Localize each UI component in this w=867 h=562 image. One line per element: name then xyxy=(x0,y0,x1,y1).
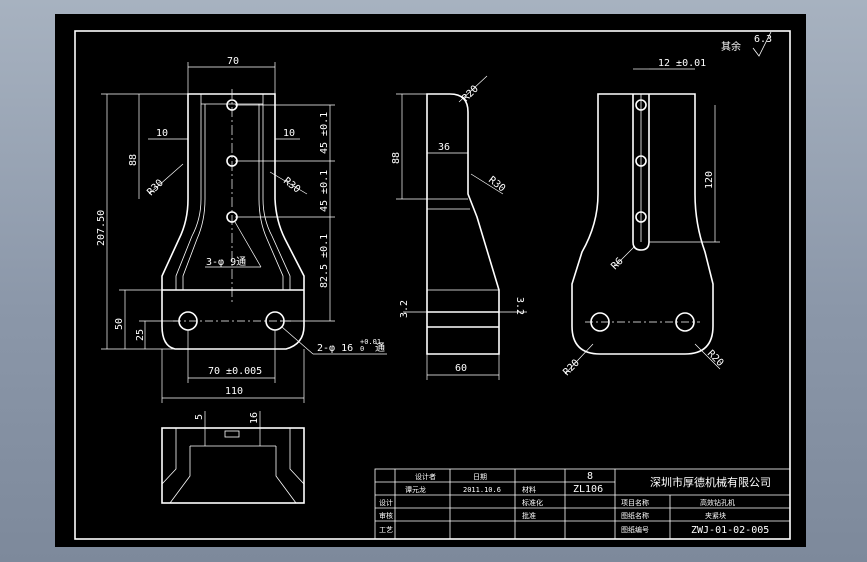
dim-base-width: 110 xyxy=(225,386,243,397)
dim-bottom-d1: 5 xyxy=(194,414,205,420)
tb-std-label: 标准化 xyxy=(522,498,543,507)
tb-project-label: 项目名称 xyxy=(621,498,649,507)
dim-upper-height: 88 xyxy=(128,154,139,166)
dim-hole-spacing-3: 82.5 ±0.1 xyxy=(319,234,330,288)
tb-company: 深圳市厚德机械有限公司 xyxy=(650,475,771,489)
bottom-right-wall-2 xyxy=(275,446,297,504)
leader-side-r30 xyxy=(470,173,504,195)
tb-material-label: 材料 xyxy=(522,485,536,494)
dim-chamfer-left: 3.2 xyxy=(399,300,410,318)
slot-outline xyxy=(632,94,650,251)
leader-radius-left xyxy=(148,163,184,195)
tb-project: 高效钻孔机 xyxy=(700,498,735,507)
leader-slot-r6 xyxy=(614,245,636,267)
leader-big-holes xyxy=(281,326,314,355)
front-inner-right-2 xyxy=(258,104,284,290)
right-outline xyxy=(571,93,714,355)
dim-bottom-d2: 16 xyxy=(249,412,260,424)
front-outline xyxy=(161,93,305,350)
dim-hole-spacing-2: 45 ±0.1 xyxy=(319,170,330,212)
tb-drawing-no-label: 图纸编号 xyxy=(621,525,649,534)
dim-side-radius-top: R20 xyxy=(460,84,481,105)
bottom-small-slot xyxy=(224,430,240,438)
dim-right-radius-right: R20 xyxy=(705,348,726,369)
leader-right-r20-right xyxy=(694,343,721,370)
front-inner-left xyxy=(175,94,202,290)
slot-hole-2 xyxy=(635,155,647,167)
title-block: 设计者 日期 8 深圳市厚德机械有限公司 设计 谭元龙 2011.10.6 材料… xyxy=(374,468,791,540)
dim-slot-length: 120 xyxy=(704,171,715,189)
dim-side-height: 88 xyxy=(391,152,402,164)
dim-side-top-width: 36 xyxy=(438,142,450,153)
tb-designer: 谭元龙 xyxy=(405,485,426,494)
label-big-holes-tol-lower: 0 xyxy=(360,345,364,353)
front-inner-right xyxy=(262,94,291,290)
tb-part-name-label: 图纸名称 xyxy=(621,511,649,520)
inner-frame xyxy=(74,30,791,540)
label-small-holes: 3-φ 9通 xyxy=(206,256,246,268)
title-block-frame xyxy=(374,468,791,540)
bottom-view: 5 16 xyxy=(161,411,305,504)
leader-side-r20 xyxy=(458,75,488,103)
dim-right-radius-left: R20 xyxy=(561,358,582,379)
tb-part-name: 夹紧块 xyxy=(705,511,726,520)
tb-row-review: 审核 xyxy=(379,511,393,520)
bottom-outline xyxy=(161,427,305,504)
tb-head-designer: 设计者 xyxy=(415,472,436,481)
slot-hole-1 xyxy=(635,99,647,111)
dim-overall-height: 207.50 xyxy=(96,210,107,246)
dim-radius-left: R30 xyxy=(145,178,166,199)
bottom-left-wall-2 xyxy=(169,446,191,504)
label-big-holes-tol-upper: +0.01 xyxy=(360,338,381,346)
tb-quantity: 8 xyxy=(587,471,593,482)
tb-date: 2011.10.6 xyxy=(463,486,501,494)
tb-approve-label: 批准 xyxy=(522,511,536,520)
dim-wall-left: 10 xyxy=(156,128,168,139)
side-view: 88 36 R20 R30 3.2 3.2 60 xyxy=(391,75,527,380)
bottom-right-wall xyxy=(289,428,305,485)
slot-hole-3 xyxy=(635,211,647,223)
dim-chamfer-right: 3.2 xyxy=(514,297,525,315)
tb-row-process: 工艺 xyxy=(379,526,393,534)
tb-drawing-no: ZWJ-01-02-005 xyxy=(691,525,769,536)
dim-wall-right: 10 xyxy=(283,128,295,139)
front-view: 70 207.50 88 45 ±0.1 45 ±0.1 82.5 ±0.1 5… xyxy=(96,56,387,403)
dim-hole-spacing-1: 45 ±0.1 xyxy=(319,112,330,154)
label-big-holes: 2-φ 16 xyxy=(317,343,353,354)
dim-radius-right: R30 xyxy=(281,176,302,196)
tb-head-date: 日期 xyxy=(473,473,487,481)
label-big-holes-suffix: 通 xyxy=(375,342,385,354)
roughness-value: 6.3 xyxy=(754,34,772,45)
dim-side-width: 60 xyxy=(455,363,467,374)
side-outline xyxy=(426,93,500,355)
tb-material: ZL106 xyxy=(573,484,603,495)
dim-hole-center-height: 25 xyxy=(135,329,146,341)
leader-radius-right xyxy=(269,171,308,195)
dim-width-top: 70 xyxy=(227,56,239,67)
front-inner-left-2 xyxy=(182,104,206,290)
leader-small-holes xyxy=(234,221,262,268)
dim-slot-width: 12 ±0.01 xyxy=(658,58,706,69)
dim-bottom-height: 50 xyxy=(114,318,125,330)
roughness-symbol xyxy=(752,31,772,57)
dim-hole-pitch: 70 ±0.005 xyxy=(208,366,262,377)
dim-side-radius: R30 xyxy=(486,175,507,195)
right-view: 12 ±0.01 120 R6 R20 R20 其余 6.3 xyxy=(561,31,772,379)
tb-row-design: 设计 xyxy=(379,498,393,507)
drawing-sheet: 70 207.50 88 45 ±0.1 45 ±0.1 82.5 ±0.1 5… xyxy=(55,14,806,547)
leader-right-r20-left xyxy=(564,343,594,375)
roughness-note: 其余 xyxy=(721,40,741,53)
bottom-left-wall xyxy=(161,428,177,485)
